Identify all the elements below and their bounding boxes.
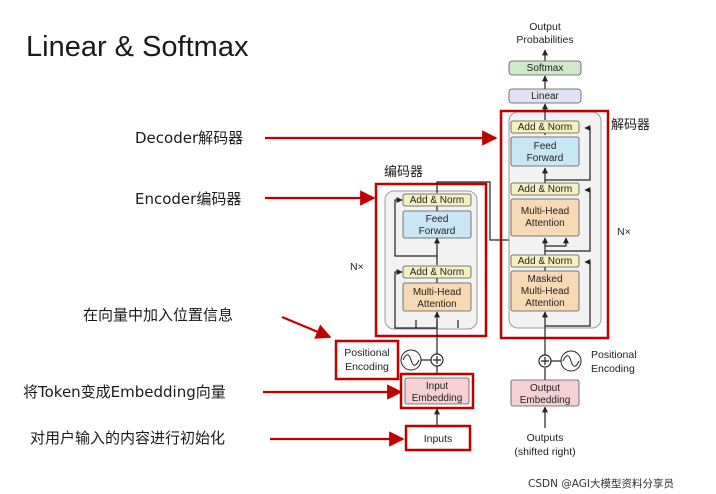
output-probabilities-line2: Probabilities — [516, 34, 573, 46]
linear-block — [508, 88, 582, 104]
decoder-masked-line3: Attention — [525, 298, 564, 309]
encoder-cn-label: 编码器 — [384, 165, 423, 180]
decoder-add-norm-3-text: Add & Norm — [518, 122, 572, 133]
decoder-add-norm-3 — [510, 120, 580, 134]
decoder-add-norm-2-text: Add & Norm — [518, 184, 572, 195]
softmax-block — [508, 60, 582, 76]
output-embedding-block — [510, 379, 580, 407]
decoder-masked-line2: Multi-Head — [521, 286, 569, 297]
label-embedding: 将Token变成Embedding向量 — [23, 383, 226, 401]
encoder-pe-line2: Encoding — [345, 361, 389, 373]
decoder-masked-attention — [510, 270, 580, 312]
outputs-line1: Outputs — [527, 432, 564, 444]
decoder-highlight — [499, 109, 610, 340]
decoder-add-norm-2 — [510, 182, 580, 196]
encoder-nx-label: N× — [350, 261, 364, 273]
input-embedding-block — [404, 377, 470, 405]
encoder-highlight — [374, 182, 488, 338]
softmax-label: Softmax — [527, 63, 564, 74]
label-positional: 在向量中加入位置信息 — [83, 306, 233, 324]
label-encoder: Encoder编码器 — [135, 190, 241, 208]
encoder-add-norm-2 — [402, 193, 472, 207]
decoder-nx-label: N× — [617, 226, 631, 238]
decoder-ff-line1: Feed — [534, 141, 557, 152]
encoder-add-norm-2-text: Add & Norm — [410, 195, 464, 206]
label-inputs: 对用户输入的内容进行初始化 — [30, 429, 225, 447]
decoder-pe-line2: Encoding — [591, 363, 635, 375]
csdn-watermark: CSDN @AGI大模型资料分享员 — [528, 477, 674, 490]
encoder-positional-highlight — [334, 339, 400, 381]
input-embedding-line1: Input — [426, 381, 448, 392]
decoder-ff-line2: Forward — [527, 153, 564, 164]
decoder-mha-line1: Multi-Head — [521, 206, 569, 217]
output-embedding-line1: Output — [530, 383, 560, 394]
output-embedding-line2: Embedding — [520, 395, 571, 406]
encoder-mha-line2: Attention — [417, 299, 456, 310]
outputs-line2: (shifted right) — [514, 446, 575, 458]
encoder-pe-line1: Positional — [344, 347, 390, 359]
encoder-multi-head-attention — [402, 282, 472, 312]
page-title: Linear & Softmax — [26, 31, 249, 63]
encoder-mha-line1: Multi-Head — [413, 287, 461, 298]
encoder-add-norm-1-text: Add & Norm — [410, 267, 464, 278]
arrow-positional — [281, 315, 332, 339]
inputs-highlight — [404, 424, 472, 452]
output-probabilities-line1: Output — [529, 21, 561, 33]
decoder-cn-label: 解码器 — [611, 118, 650, 133]
encoder-add-norm-1 — [402, 265, 472, 279]
decoder-pe-line1: Positional — [591, 349, 637, 361]
decoder-masked-line1: Masked — [527, 274, 562, 285]
decoder-add-norm-1 — [510, 254, 580, 268]
linear-label: Linear — [531, 91, 559, 102]
input-embedding-line2: Embedding — [412, 393, 463, 404]
encoder-ff-line1: Feed — [426, 214, 449, 225]
encoder-ff-line2: Forward — [419, 226, 456, 237]
input-embedding-highlight — [399, 372, 475, 410]
decoder-feed-forward — [510, 136, 580, 167]
inputs-label: Inputs — [424, 433, 453, 445]
decoder-multi-head-attention — [510, 198, 580, 237]
decoder-mha-line2: Attention — [525, 218, 564, 229]
encoder-feed-forward — [402, 210, 472, 239]
decoder-add-norm-1-text: Add & Norm — [518, 256, 572, 267]
label-decoder: Decoder解码器 — [135, 129, 243, 147]
